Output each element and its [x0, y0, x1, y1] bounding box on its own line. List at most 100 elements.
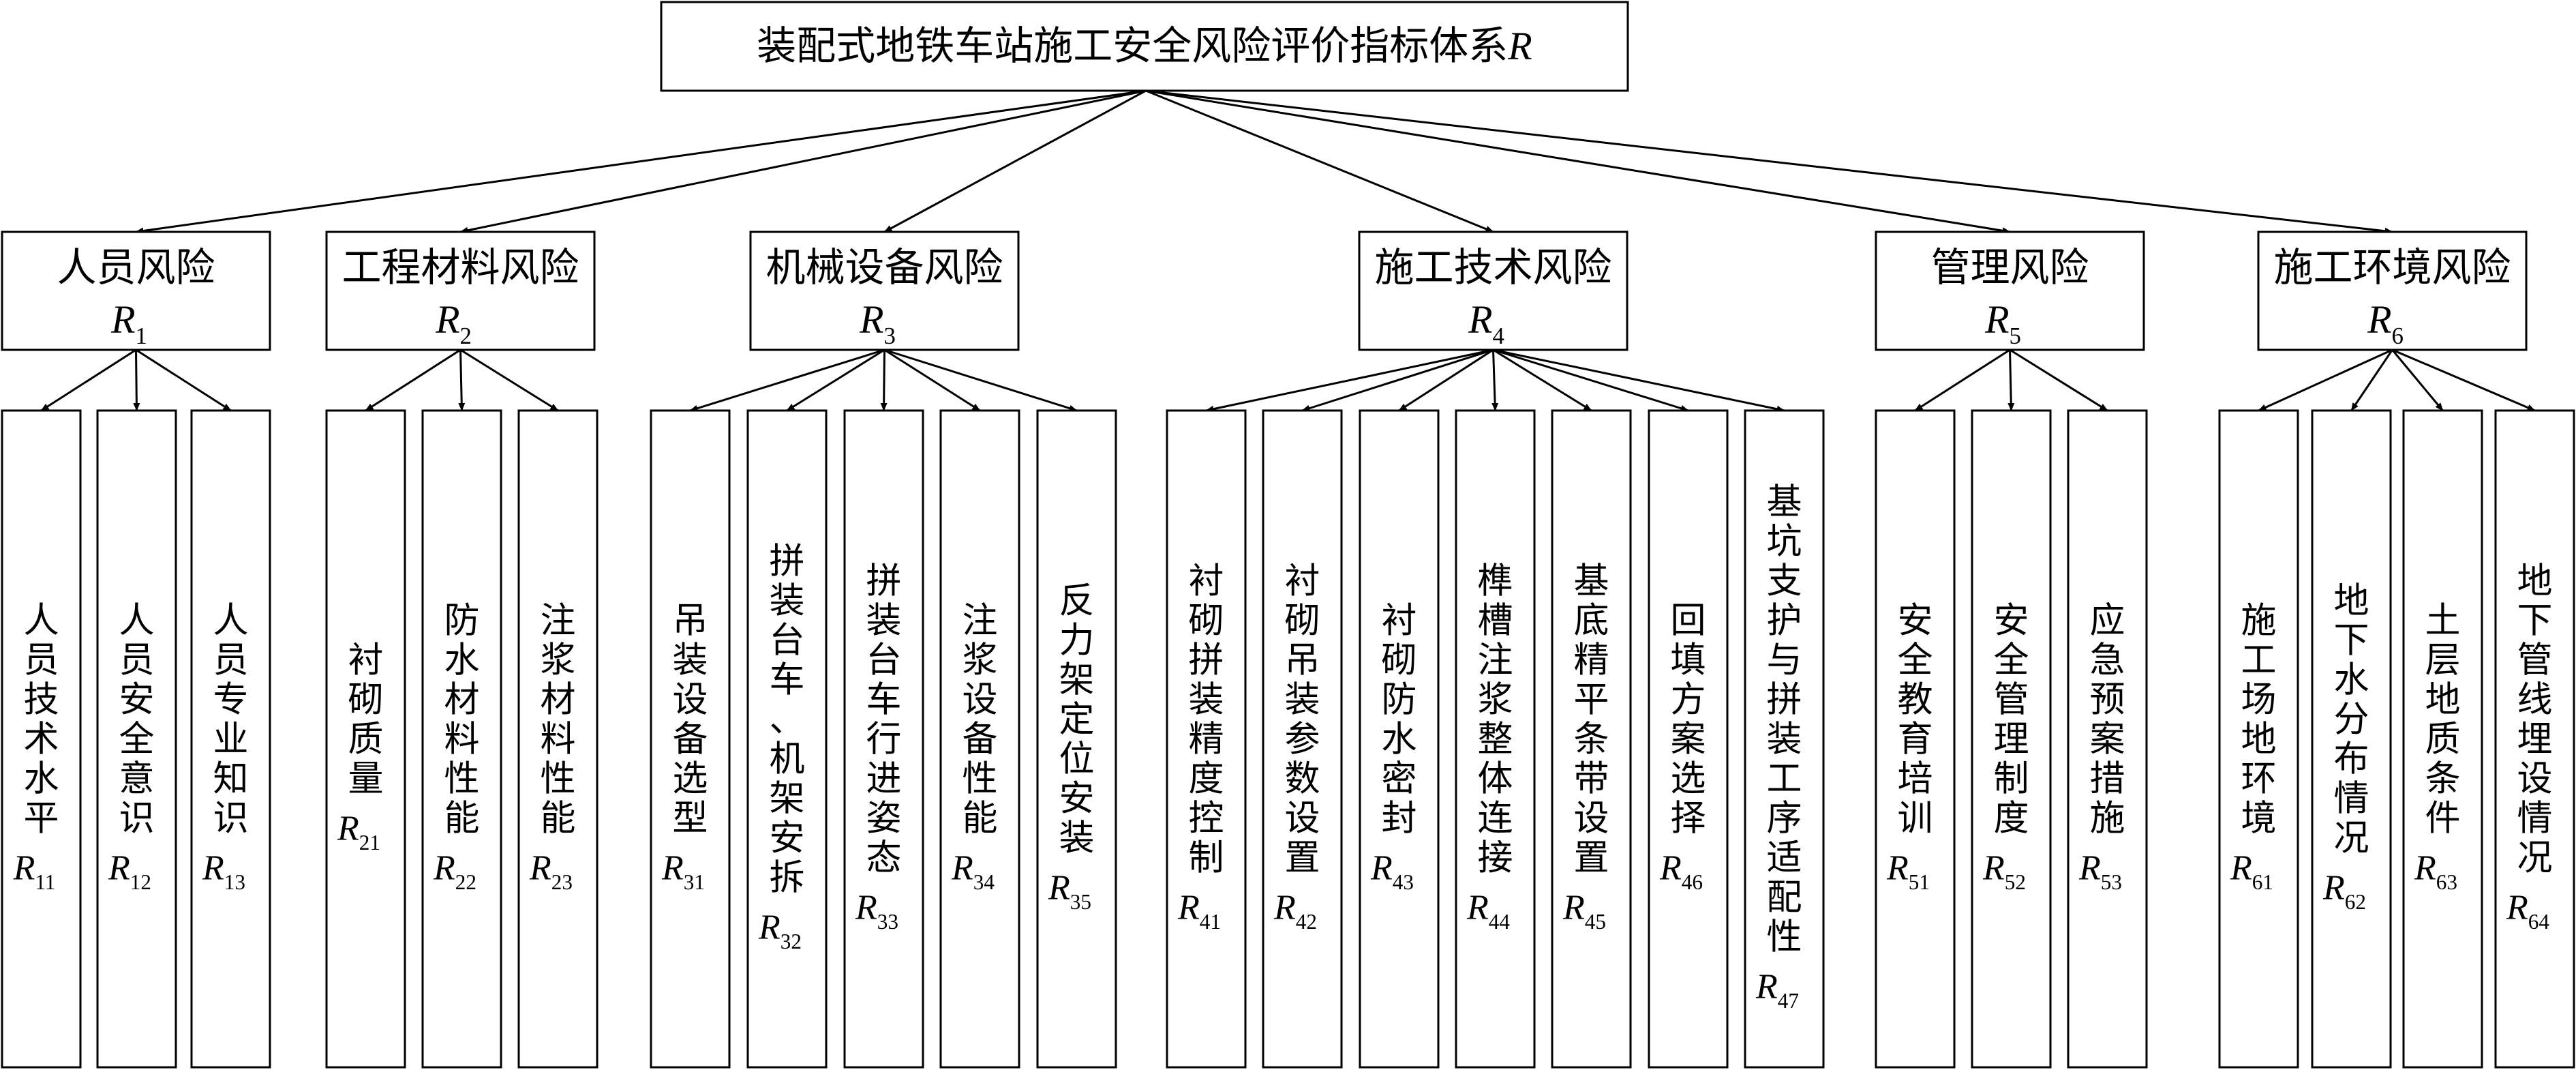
connector-arrow	[1145, 89, 2393, 235]
connector-arrow	[1145, 89, 1494, 233]
category-2-indicator-2-label-char: 防	[444, 601, 479, 642]
category-3-indicator-4-box	[939, 409, 1020, 1069]
category-3-indicator-5-symbol-subscript: 35	[1070, 890, 1091, 914]
category-5-indicator-1-label-char: 训	[1897, 799, 1933, 839]
category-4-indicator-2-label-char: 吊	[1284, 640, 1320, 681]
connector-arrow	[2009, 348, 2108, 412]
category-4-indicator-5-symbol-subscript: 45	[1585, 910, 1606, 934]
category-1-indicator-2-label-char: 人	[119, 601, 154, 642]
category-4-indicator-4-label-char: 接	[1477, 838, 1513, 879]
category-4-indicator-7-label-char: 与	[1766, 640, 1802, 681]
category-3-indicator-5-label-char: 定	[1059, 700, 1094, 741]
category-6-indicator-4-symbol-letter: R	[2506, 889, 2528, 927]
category-4-indicator-5-label-char: 基	[1573, 561, 1609, 602]
category-3-indicator-4-symbol-subscript: 34	[973, 870, 995, 894]
category-6-indicator-3-label-char: 件	[2425, 799, 2460, 839]
category-4-indicator-6-label-char: 填	[1670, 640, 1706, 681]
category-4-indicator-1-label-char: 精	[1188, 719, 1224, 760]
category-1-indicator-1-symbol-subscript: 11	[35, 870, 55, 894]
category-3-indicator-3-symbol: R33	[855, 889, 898, 934]
category-6-indicator-2-label: 地下水分布情况	[2333, 581, 2369, 859]
category-6-indicator-4-box	[2494, 409, 2575, 1069]
category-3-indicator-4-label-char: 浆	[962, 640, 997, 681]
category-1-indicator-2-label-char: 意	[119, 759, 154, 800]
connector-arrow	[2258, 348, 2393, 412]
category-6-indicator-2-label-char: 下	[2333, 621, 2369, 662]
category-1-indicator-2-label-char: 员	[119, 640, 154, 681]
connector-arrow	[786, 348, 885, 412]
category-3-indicator-5-label: 反力架定位安装	[1059, 581, 1094, 859]
category-4-indicator-1-symbol: R41	[1177, 889, 1221, 934]
category-2-indicator-3-symbol-letter: R	[529, 849, 551, 888]
category-4-indicator-7-label-char: 装	[1766, 719, 1802, 760]
root-node-box	[660, 1, 1629, 92]
category-1-indicator-1-label-char: 术	[23, 719, 59, 760]
category-6-indicator-1-label-char: 场	[2241, 680, 2276, 721]
category-3-title: 机械设备风险	[766, 244, 1003, 291]
category-2-indicator-3-symbol: R23	[529, 849, 573, 895]
category-4-indicator-7-label-char: 拼	[1766, 680, 1802, 721]
connector-arrow	[880, 349, 888, 411]
category-3-indicator-3-label-char: 台	[866, 640, 901, 681]
category-4-title: 施工技术风险	[1374, 244, 1611, 291]
category-4-indicator-1-label-char: 度	[1188, 759, 1224, 800]
category-5-indicator-3-label-char: 案	[2089, 719, 2125, 760]
category-3-indicator-4-label-char: 性	[962, 759, 997, 800]
category-2-indicator-2-label-char: 料	[444, 719, 479, 760]
category-6-symbol-letter: R	[2367, 297, 2391, 342]
category-3-indicator-4-label-char: 备	[962, 719, 997, 760]
category-3-indicator-1-label-char: 装	[672, 640, 708, 681]
category-3-indicator-5-label-char: 位	[1059, 739, 1094, 780]
category-6-indicator-1-label: 施工场地环境	[2241, 601, 2276, 839]
category-6-indicator-2-label-char: 地	[2333, 581, 2369, 622]
category-4-indicator-4-label-char: 注	[1477, 640, 1513, 681]
category-5-indicator-1-symbol: R51	[1886, 849, 1930, 895]
category-4-indicator-4-box	[1455, 409, 1536, 1069]
category-4-indicator-2-label-char: 衬	[1284, 561, 1320, 602]
category-1-indicator-2-symbol-subscript: 12	[130, 870, 151, 894]
category-5-indicator-2-label-char: 度	[1993, 799, 2029, 839]
category-4-indicator-3-symbol-letter: R	[1370, 849, 1393, 888]
category-6-indicator-2-label-char: 水	[2333, 660, 2369, 701]
category-1-symbol-subscript: 1	[136, 323, 147, 349]
category-6-indicator-4-label-char: 线	[2517, 680, 2552, 721]
category-4-indicator-4-label-char: 体	[1477, 759, 1513, 800]
category-2-indicator-3-label-char: 料	[540, 719, 575, 760]
connector-arrow	[2391, 348, 2536, 412]
category-4-indicator-2-symbol-subscript: 42	[1296, 910, 1317, 934]
category-4-indicator-7-label-char: 护	[1766, 601, 1802, 642]
category-4-indicator-1-label-char: 衬	[1188, 561, 1224, 602]
category-2-indicator-2-label-char: 性	[444, 759, 479, 800]
category-3-indicator-1-symbol-letter: R	[661, 849, 684, 888]
category-6-indicator-1-label-char: 境	[2241, 799, 2276, 839]
category-2-indicator-1-label: 衬砌质量	[348, 640, 383, 800]
category-3-indicator-3-label-char: 态	[866, 838, 901, 879]
connector-arrow	[1493, 348, 1689, 412]
category-4-symbol-letter: R	[1468, 297, 1492, 342]
category-6-indicator-1-box	[2218, 409, 2299, 1069]
category-4-indicator-6-label-char: 案	[1670, 719, 1706, 760]
category-3-indicator-1-label-char: 型	[672, 799, 708, 839]
category-3-indicator-3-label-char: 行	[866, 719, 901, 760]
category-4-indicator-2-symbol: R42	[1273, 889, 1317, 934]
category-6-indicator-1-label-char: 地	[2241, 719, 2276, 760]
category-6-box	[2257, 231, 2528, 351]
category-5-indicator-3-label-char: 应	[2089, 601, 2125, 642]
category-1-indicator-1-label-char: 技	[23, 680, 59, 721]
category-3-symbol: R3	[859, 297, 896, 349]
category-2-indicator-3-label-char: 性	[540, 759, 575, 800]
category-3-indicator-1-label-char: 选	[672, 759, 708, 800]
connector-arrow	[1145, 89, 2011, 235]
category-4-indicator-2-label-char: 置	[1284, 838, 1320, 879]
category-2-indicator-2-label: 防水材料性能	[444, 601, 479, 839]
category-4-box	[1358, 231, 1628, 351]
category-3-indicator-4-label-char: 能	[962, 799, 997, 839]
category-2-indicator-1-symbol-subscript: 21	[359, 831, 380, 854]
category-4-indicator-2-label-char: 砌	[1284, 601, 1320, 642]
category-2-indicator-2-symbol-letter: R	[433, 849, 455, 888]
category-4-indicator-5-symbol-letter: R	[1562, 889, 1585, 927]
